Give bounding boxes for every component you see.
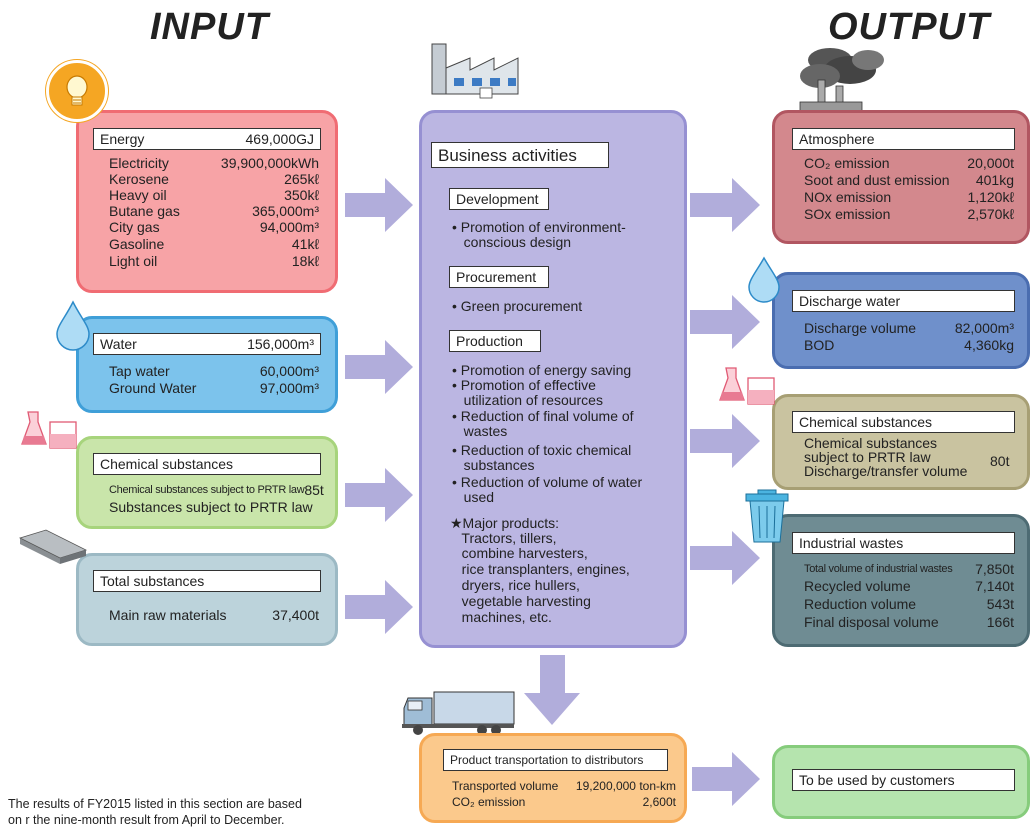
energy-total: 469,000GJ bbox=[245, 131, 315, 147]
total-header: Total substances bbox=[93, 570, 321, 592]
prod-item: • Promotion of effective bbox=[452, 377, 596, 393]
footnote-line: The results of FY2015 listed in this sec… bbox=[8, 797, 302, 811]
products-item: combine harvesters, bbox=[450, 545, 588, 561]
water-total: 156,000m³ bbox=[247, 336, 314, 352]
chem-in-title: Chemical substances bbox=[100, 456, 234, 472]
chem-out-value: 80t bbox=[990, 453, 1010, 469]
dev-item: • Promotion of environment- bbox=[452, 219, 626, 235]
development-header: Development bbox=[449, 188, 549, 210]
total-title: Total substances bbox=[100, 573, 205, 589]
products-item: ★Major products: bbox=[450, 515, 560, 531]
wastes-header: Industrial wastes bbox=[792, 532, 1015, 554]
flask-icon bbox=[21, 411, 77, 449]
chem-in-panel bbox=[76, 436, 338, 529]
arrow-atmos-icon bbox=[690, 178, 760, 232]
arrow-wastes-icon bbox=[690, 531, 760, 585]
customers-header: To be used by customers bbox=[792, 769, 1015, 791]
total-substances-panel bbox=[76, 553, 338, 646]
prod-item: utilization of resources bbox=[452, 392, 603, 408]
dev-item: conscious design bbox=[452, 234, 572, 250]
chem-out-line: Chemical substances bbox=[804, 435, 938, 451]
arrow-chem-out-icon bbox=[690, 414, 760, 468]
truck-icon bbox=[402, 691, 515, 735]
steel-beam-icon bbox=[18, 529, 88, 564]
prod-item: • Promotion of energy saving bbox=[452, 362, 632, 378]
arrow-chem-in-icon bbox=[345, 468, 413, 522]
arrow-energy-icon bbox=[345, 178, 413, 232]
business-header: Business activities bbox=[431, 142, 609, 168]
output-title: OUTPUT bbox=[828, 6, 991, 48]
input-title: INPUT bbox=[150, 6, 269, 48]
energy-title: Energy bbox=[100, 131, 145, 147]
water-drop-icon bbox=[748, 256, 780, 303]
discharge-panel bbox=[772, 272, 1030, 369]
factory-icon bbox=[431, 43, 519, 99]
water-header: Water 156,000m³ bbox=[93, 333, 321, 355]
chem-out-line: subject to PRTR law bbox=[804, 449, 931, 465]
bulb-icon bbox=[46, 60, 108, 122]
water-title: Water bbox=[100, 336, 137, 352]
business-title: Business activities bbox=[438, 146, 577, 165]
discharge-header: Discharge water bbox=[792, 290, 1015, 312]
energy-header: Energy 469,000GJ bbox=[93, 128, 321, 150]
procurement-header: Procurement bbox=[449, 266, 549, 288]
smokestack-icon bbox=[799, 48, 884, 117]
chem-out-panel bbox=[772, 394, 1030, 490]
arrow-down-icon bbox=[524, 655, 580, 725]
products-item: Tractors, tillers, bbox=[450, 530, 557, 546]
flask-icon bbox=[719, 367, 775, 405]
prod-item: • Reduction of toxic chemical bbox=[452, 442, 632, 458]
proc-item: • Green procurement bbox=[452, 298, 583, 314]
products-item: vegetable harvesting bbox=[450, 593, 591, 609]
prod-item: wastes bbox=[452, 423, 508, 439]
atmos-header: Atmosphere bbox=[792, 128, 1015, 150]
products-item: machines, etc. bbox=[450, 609, 552, 625]
prod-item: • Reduction of volume of water bbox=[452, 474, 643, 490]
arrow-discharge-icon bbox=[690, 295, 760, 349]
products-item: rice transplanters, engines, bbox=[450, 561, 630, 577]
arrow-total-icon bbox=[345, 580, 413, 634]
chem-out-header: Chemical substances bbox=[792, 411, 1015, 433]
transport-panel bbox=[419, 733, 687, 823]
arrow-water-icon bbox=[345, 340, 413, 394]
trash-can-icon bbox=[745, 489, 789, 543]
chem-in-row: Substances subject to PRTR law bbox=[109, 499, 313, 515]
water-panel bbox=[76, 316, 338, 413]
prod-item: used bbox=[452, 489, 495, 505]
production-header: Production bbox=[449, 330, 541, 352]
prod-item: • Reduction of final volume of bbox=[452, 408, 634, 424]
footnote-line: on r the nine-month result from April to… bbox=[8, 813, 285, 827]
arrow-customers-icon bbox=[692, 752, 760, 806]
prod-item: substances bbox=[452, 457, 535, 473]
chem-out-line: Discharge/transfer volume bbox=[804, 463, 968, 479]
products-item: dryers, rice hullers, bbox=[450, 577, 580, 593]
water-drop-icon bbox=[56, 300, 90, 351]
chem-in-header: Chemical substances bbox=[93, 453, 321, 475]
transport-header: Product transportation to distributors bbox=[443, 749, 668, 771]
